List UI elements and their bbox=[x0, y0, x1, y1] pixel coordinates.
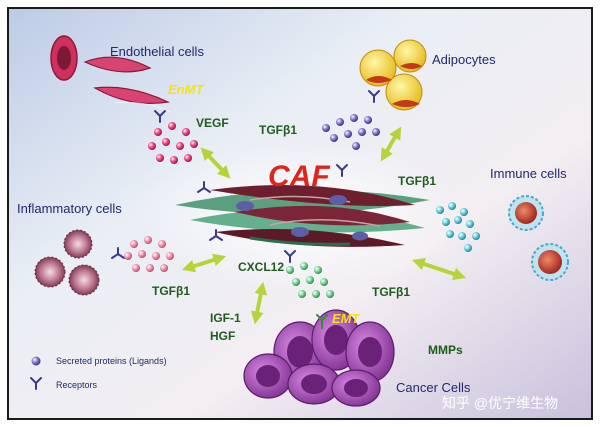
inflammatory-cells-label: Inflammatory cells bbox=[17, 201, 122, 216]
inflammatory-cells bbox=[34, 229, 100, 296]
caf-fibroblasts bbox=[175, 185, 430, 247]
watermark: 知乎 @优宁维生物 bbox=[442, 395, 558, 411]
tgfb1-bottom-label: TGFβ1 bbox=[372, 285, 410, 299]
interaction-arrows bbox=[181, 126, 467, 325]
arrow-adipocyte-caf bbox=[380, 126, 402, 162]
caf-receptor-icons bbox=[154, 110, 348, 263]
enmt-label: EnMT bbox=[168, 82, 204, 97]
tgfb1-top-label: TGFβ1 bbox=[259, 123, 297, 137]
legend-ligand-icon bbox=[31, 356, 41, 366]
emt-label: EMT bbox=[332, 311, 361, 326]
cancer-cells bbox=[243, 309, 395, 407]
arrow-endothelial-caf bbox=[200, 147, 231, 179]
inflammatory-receptor-icon bbox=[111, 247, 125, 259]
cancer-receptor-icon bbox=[316, 314, 328, 329]
igf1-label: IGF-1 bbox=[210, 311, 241, 325]
immune-cells bbox=[508, 195, 569, 281]
hgf-label: HGF bbox=[210, 329, 235, 343]
cxcl12-label: CXCL12 bbox=[238, 260, 284, 274]
arrow-cancer-caf bbox=[250, 281, 268, 325]
endothelial-cells bbox=[50, 35, 171, 113]
endothelial-cells-label: Endothelial cells bbox=[110, 44, 204, 59]
vegf-ligands bbox=[148, 122, 198, 164]
tgfb1-right-label: TGFβ1 bbox=[398, 174, 436, 188]
inflammatory-ligands bbox=[124, 236, 174, 272]
cxcl12-ligands bbox=[286, 262, 334, 298]
mmps-label: MMPs bbox=[428, 343, 463, 357]
adipocytes bbox=[359, 39, 427, 111]
legend-receptor-icon bbox=[30, 377, 42, 390]
adipocyte-receptor-icon bbox=[368, 90, 380, 103]
vegf-label: VEGF bbox=[196, 116, 229, 130]
arrow-immune-caf bbox=[411, 257, 467, 281]
cancer-cells-label: Cancer Cells bbox=[396, 380, 471, 395]
legend-receptors-label: Receptors bbox=[56, 380, 98, 390]
adipocytes-label: Adipocytes bbox=[432, 52, 496, 67]
immune-ligands bbox=[436, 202, 480, 252]
caf-label: CAF bbox=[268, 160, 330, 193]
arrow-inflammatory-caf bbox=[181, 253, 227, 273]
legend-ligands-label: Secreted proteins (Ligands) bbox=[56, 356, 167, 366]
legend bbox=[30, 356, 42, 390]
adipocyte-ligands bbox=[322, 114, 380, 150]
immune-cells-label: Immune cells bbox=[490, 166, 567, 181]
tgfb1-left-label: TGFβ1 bbox=[152, 284, 190, 298]
